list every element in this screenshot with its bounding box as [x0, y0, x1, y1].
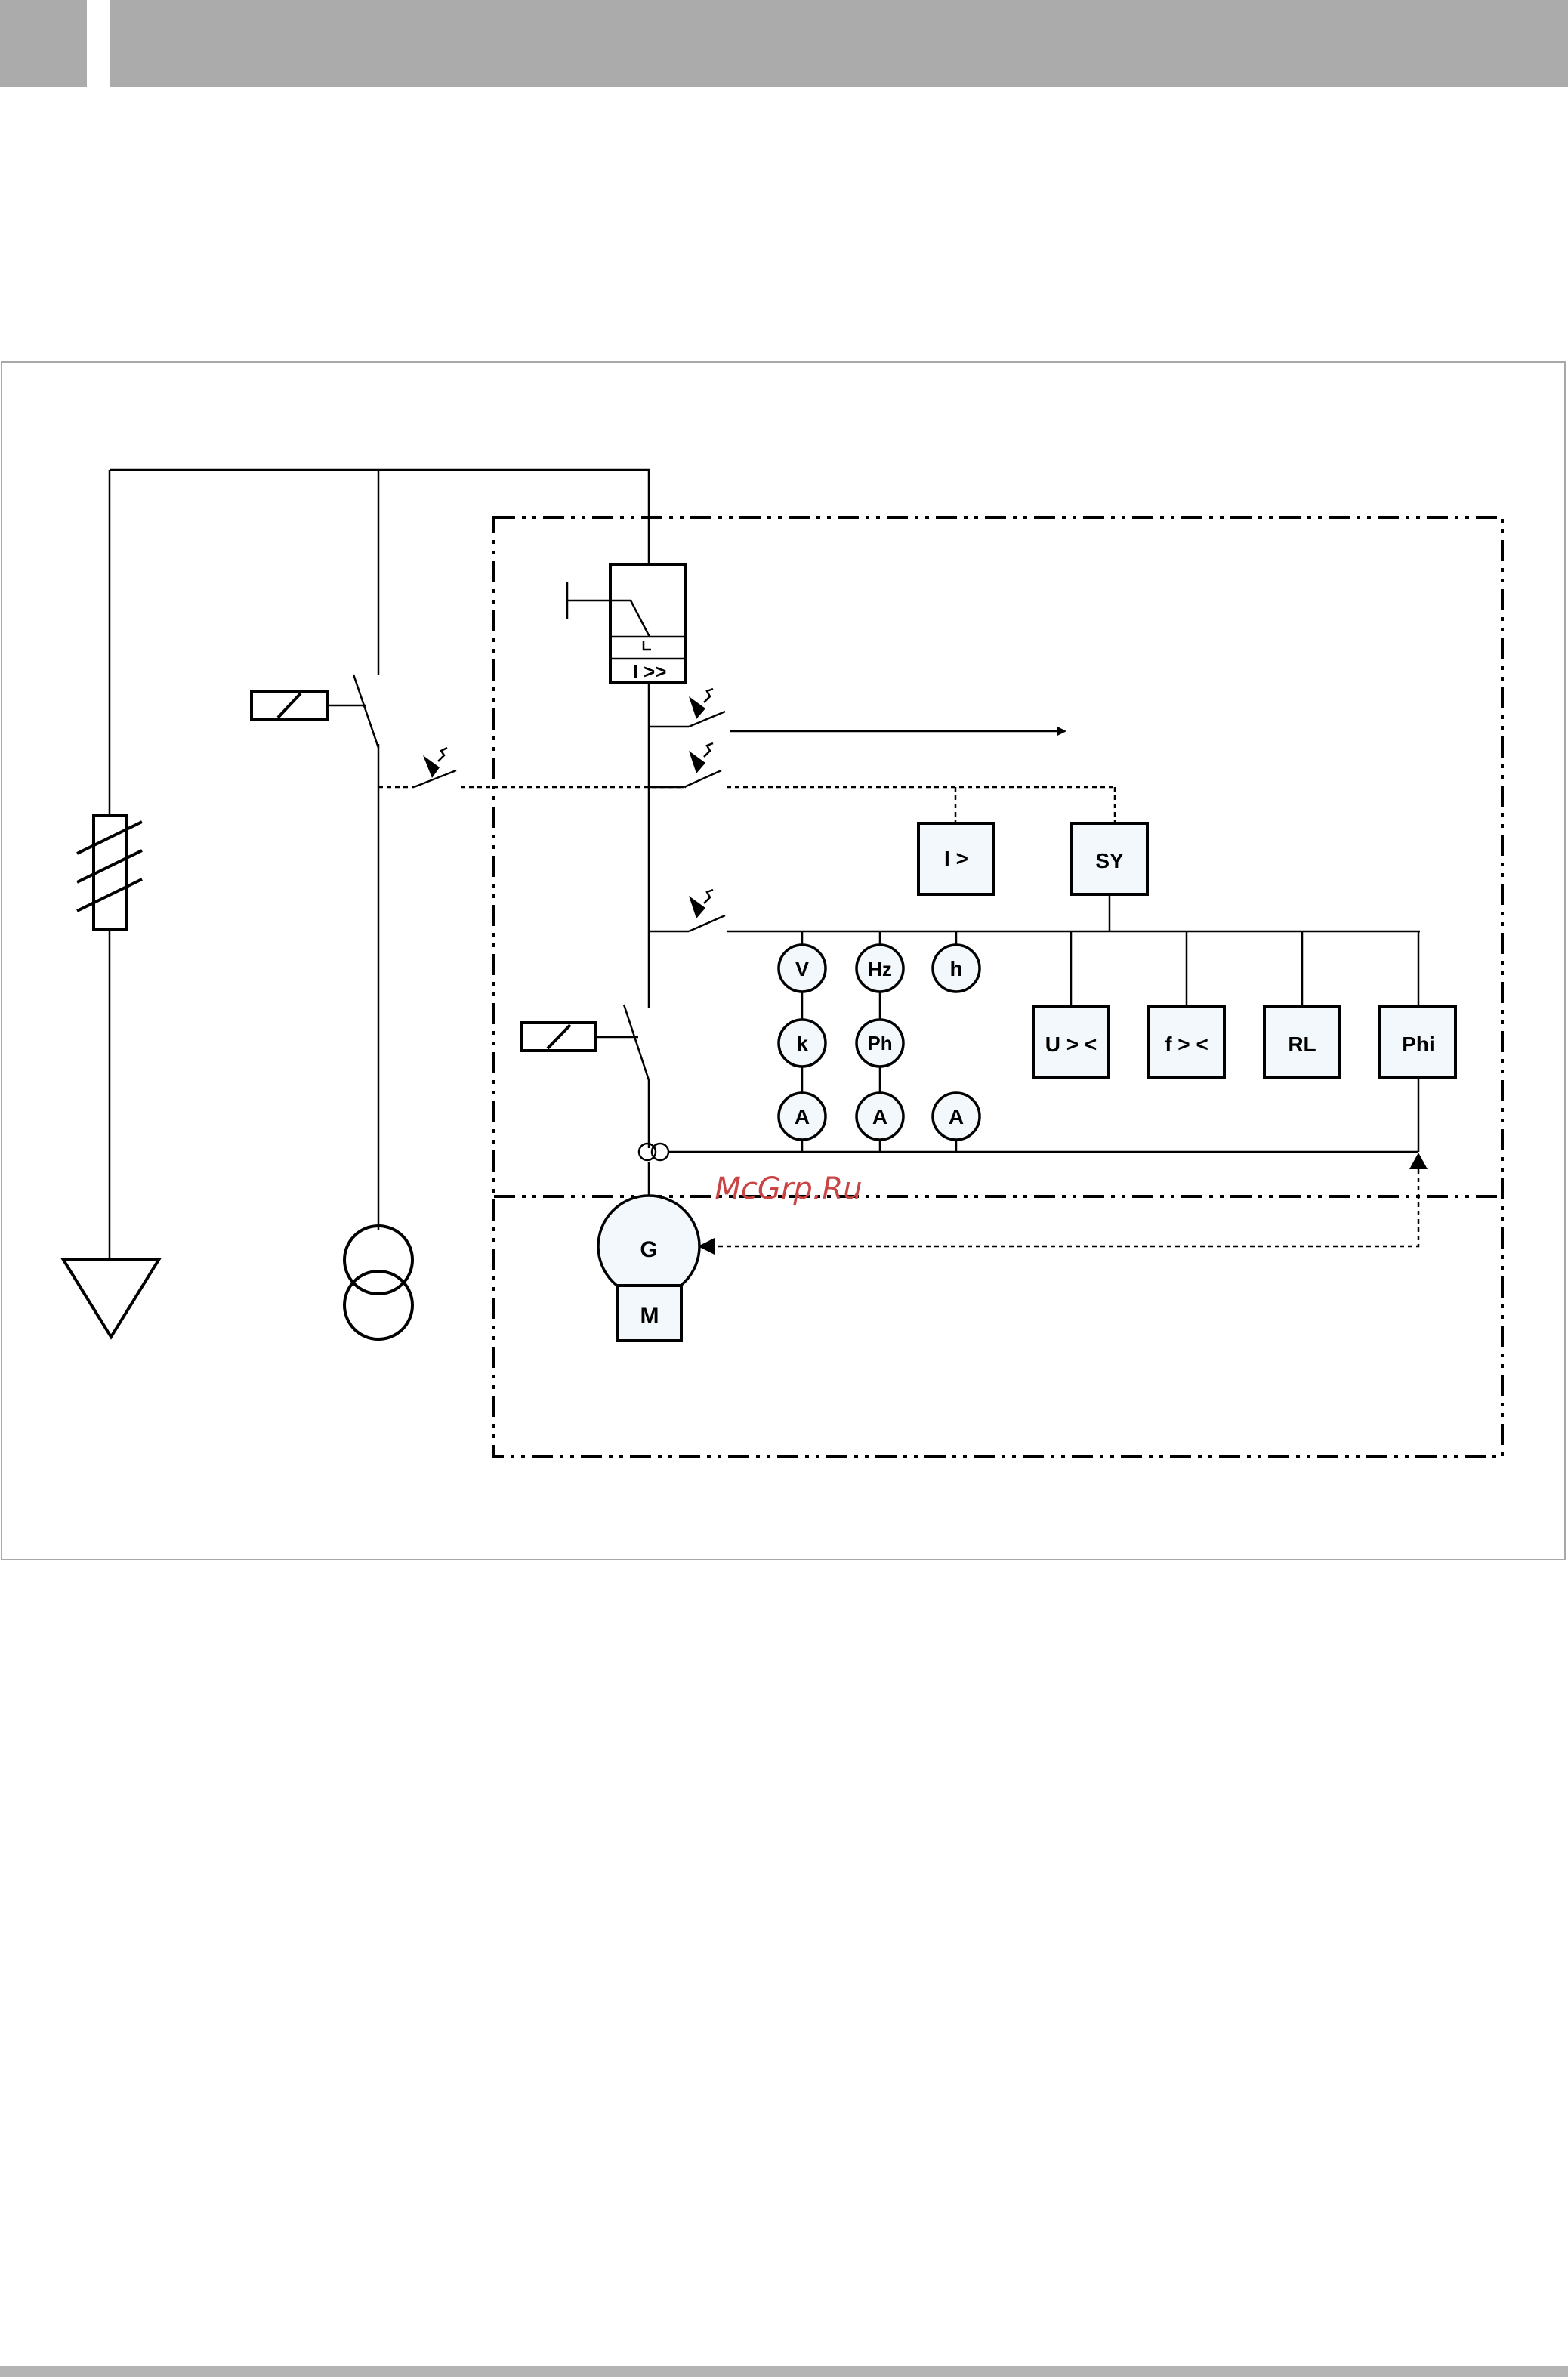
ammeter-2-label: A	[872, 1105, 887, 1128]
frequency-meter-label: Hz	[868, 958, 892, 980]
relay-reverse-power: RL	[1264, 931, 1340, 1077]
hour-meter-label: h	[949, 957, 962, 980]
relay-voltage: U > <	[1033, 931, 1109, 1077]
svg-text:I >: I >	[944, 847, 968, 870]
voltmeter-label: V	[795, 957, 810, 980]
current-transformer-symbol	[639, 1144, 1418, 1160]
relay-frequency: f > <	[1149, 931, 1224, 1077]
generator-symbol: G	[598, 1196, 699, 1297]
meter-column-1: V k A	[779, 931, 826, 1152]
signal-contact-3	[649, 890, 1420, 931]
svg-text:RL: RL	[1288, 1033, 1316, 1056]
surge-arrester-symbol	[77, 816, 142, 929]
aux-contact-link	[378, 748, 686, 787]
watermark: McGrp.Ru	[715, 1172, 862, 1206]
signal-contact-2	[649, 743, 1115, 823]
svg-text:Phi: Phi	[1402, 1033, 1435, 1056]
meter-column-2: Hz Ph A	[857, 931, 903, 1152]
motor-label: M	[640, 1304, 659, 1329]
generator-coil-symbol	[521, 1023, 638, 1051]
signal-contact-1	[649, 689, 1065, 731]
relay-phase: Phi	[1380, 931, 1455, 1152]
svg-text:f > <: f > <	[1165, 1033, 1208, 1056]
protection-label: I >>	[633, 660, 667, 683]
ammeter-1-label: A	[795, 1105, 810, 1128]
generator-label: G	[640, 1237, 657, 1262]
mains-breaker-symbol	[252, 675, 378, 1230]
svg-text:U > <: U > <	[1045, 1033, 1097, 1056]
power-factor-meter-label: Ph	[867, 1032, 892, 1054]
ammeter-3-label: A	[949, 1105, 964, 1128]
relay-sync: SY	[1072, 823, 1147, 931]
ground-symbol	[63, 1260, 159, 1337]
meter-column-3: h A	[933, 931, 980, 1152]
kw-meter-label: k	[796, 1032, 808, 1055]
generator-feeder	[624, 683, 649, 1201]
motor-symbol: M	[618, 1286, 681, 1341]
relay-overcurrent: I >	[918, 823, 994, 894]
svg-text:SY: SY	[1095, 849, 1124, 872]
generator-breaker-box: I >>	[567, 565, 686, 683]
mains-transformer-symbol	[344, 1226, 412, 1339]
